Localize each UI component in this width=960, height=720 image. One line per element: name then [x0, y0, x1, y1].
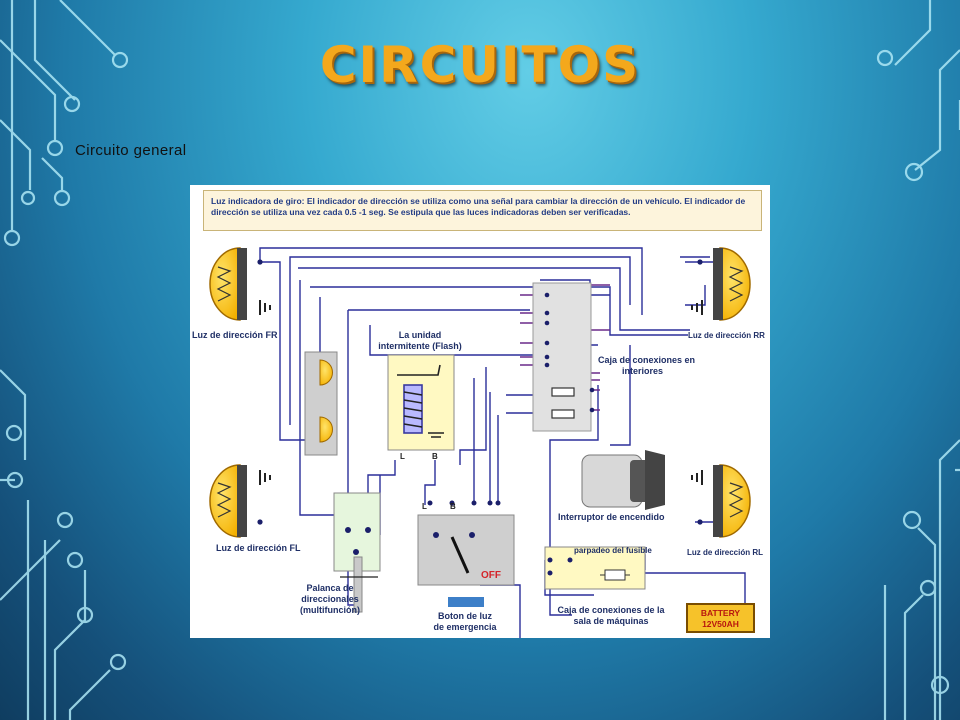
label-fl: Luz de dirección FL — [216, 543, 301, 553]
label-ignition: Interruptor de encendido — [558, 512, 665, 522]
label-lever-line3: (multifunción) — [300, 605, 360, 615]
label-emergency-line2: de emergencia — [433, 622, 497, 632]
label-lever-line1: Palanca de — [306, 583, 354, 593]
label-fr: Luz de dirección FR — [192, 330, 278, 340]
switch-terminal-l: L — [422, 502, 427, 511]
flash-terminal-l: L — [400, 452, 405, 461]
label-flash-line2: intermitente (Flash) — [378, 341, 462, 351]
label-emergency-line1: Boton de luz — [438, 611, 492, 621]
battery: BATTERY 12V50AH — [686, 603, 755, 633]
slide-subtitle: Circuito general — [75, 142, 187, 159]
label-flash-unit: La unidad intermitente (Flash) — [370, 330, 470, 352]
wiring-drawing — [209, 247, 751, 638]
flash-terminal-b: B — [432, 452, 438, 461]
lamp-fl — [209, 464, 241, 538]
ignition-switch-graphic — [581, 450, 665, 510]
description-note: Luz indicadora de giro: El indicador de … — [203, 190, 762, 231]
label-flash-line1: La unidad — [398, 330, 442, 340]
lamp-rr — [719, 247, 751, 321]
label-emergency: Boton de luz de emergencia — [420, 611, 510, 633]
label-engine-junction: Caja de conexiones de la sala de máquina… — [546, 605, 676, 627]
label-lever-line2: direccionales — [301, 594, 359, 604]
switch-terminal-b: B — [450, 502, 456, 511]
label-interior-junction-line1: Caja de conexiones en — [598, 355, 696, 365]
battery-line2: 12V50AH — [702, 619, 739, 629]
label-engine-junction-line2: sala de máquinas — [573, 616, 649, 626]
circuit-diagram: Luz indicadora de giro: El indicador de … — [190, 185, 770, 638]
label-fuse: parpadeo del fusible — [574, 546, 652, 555]
label-interior-junction-line2: interiores — [622, 366, 664, 376]
label-engine-junction-line1: Caja de conexiones de la — [557, 605, 665, 615]
battery-line1: BATTERY — [700, 608, 741, 618]
label-interior-junction: Caja de conexiones en interiores — [598, 355, 695, 377]
off-label: OFF — [481, 570, 501, 581]
label-rr: Luz de dirección RR — [688, 331, 765, 340]
label-lever: Palanca de direccionales (multifunción) — [290, 583, 370, 616]
lamp-fr — [209, 247, 241, 321]
label-rl: Luz de dirección RL — [687, 548, 764, 557]
lamp-rl — [719, 464, 751, 538]
slide-title: CIRCUITOS — [319, 36, 641, 94]
